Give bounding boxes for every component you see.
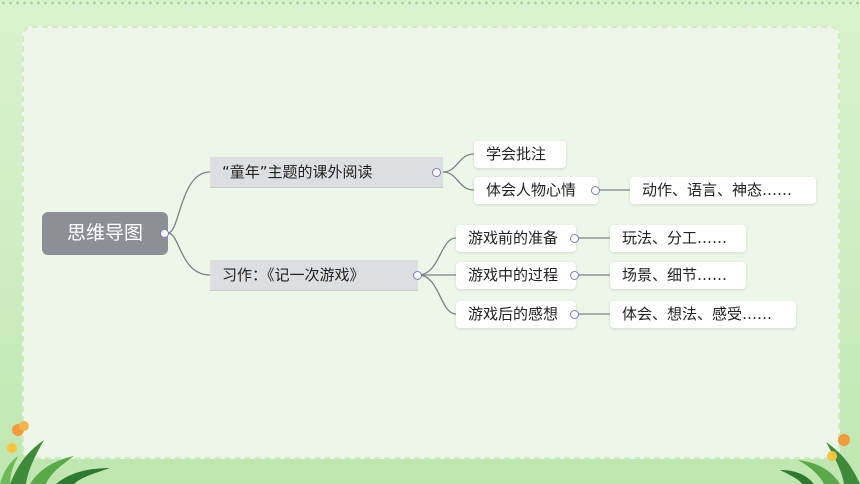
collapse-icon[interactable] xyxy=(570,234,579,243)
flower-icon xyxy=(827,434,850,461)
detail-node-process[interactable]: 场景、细节…… xyxy=(610,262,746,289)
top-dotted-border xyxy=(0,0,860,6)
child-label: 体会人物心情 xyxy=(486,181,577,199)
collapse-icon[interactable] xyxy=(570,271,579,280)
collapse-icon[interactable] xyxy=(413,271,422,280)
child-label: 学会批注 xyxy=(486,145,547,163)
child-node-reflection[interactable]: 游戏后的感想 xyxy=(456,301,576,328)
detail-node-preparation[interactable]: 玩法、分工…… xyxy=(610,225,746,252)
child-node-annotate[interactable]: 学会批注 xyxy=(474,141,566,168)
branch-node-reading[interactable]: “童年”主题的课外阅读 xyxy=(210,157,443,187)
child-node-feelings[interactable]: 体会人物心情 xyxy=(474,177,598,204)
collapse-icon[interactable] xyxy=(591,186,600,195)
child-node-preparation[interactable]: 游戏前的准备 xyxy=(456,225,576,252)
branch-label: 习作：《记一次游戏》 xyxy=(222,265,365,284)
child-label: 游戏中的过程 xyxy=(468,266,559,284)
branch-node-writing[interactable]: 习作：《记一次游戏》 xyxy=(210,260,418,290)
root-label: 思维导图 xyxy=(66,222,143,244)
collapse-icon[interactable] xyxy=(160,229,169,238)
child-label: 游戏前的准备 xyxy=(468,229,559,247)
detail-label: 场景、细节…… xyxy=(622,266,728,284)
collapse-icon[interactable] xyxy=(570,310,579,319)
flower-icon xyxy=(7,421,29,453)
detail-label: 玩法、分工…… xyxy=(622,229,728,247)
branch-label: “童年”主题的课外阅读 xyxy=(222,162,373,181)
child-node-process[interactable]: 游戏中的过程 xyxy=(456,262,576,289)
root-node[interactable]: 思维导图 xyxy=(42,212,168,255)
child-label: 游戏后的感想 xyxy=(468,305,559,323)
detail-node-reflection[interactable]: 体会、想法、感受…… xyxy=(610,301,796,328)
collapse-icon[interactable] xyxy=(432,168,441,177)
detail-label: 动作、语言、神态…… xyxy=(642,181,793,199)
detail-node-feelings[interactable]: 动作、语言、神态…… xyxy=(630,177,816,204)
detail-label: 体会、想法、感受…… xyxy=(622,305,773,323)
leaf-icon xyxy=(0,440,110,484)
